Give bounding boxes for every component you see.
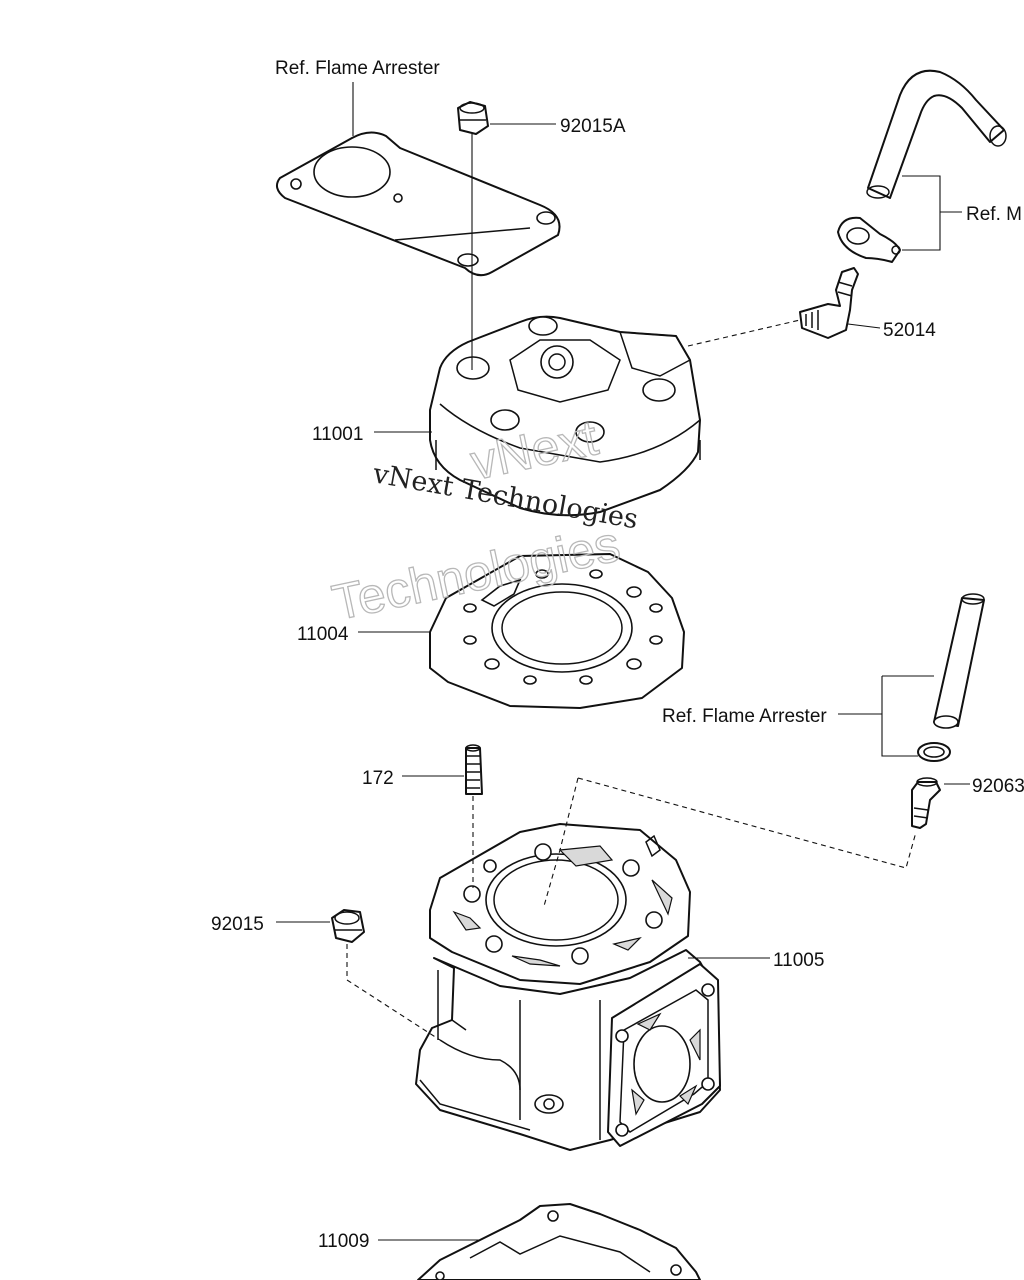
cylinder-11005 <box>415 823 721 1151</box>
tube-clip <box>917 742 951 762</box>
cylinder-head-11001 <box>429 315 701 517</box>
flame-arrester-bracket <box>275 131 561 277</box>
label-part-11004: 11004 <box>297 624 349 645</box>
label-ref-flame-arrester-top: Ref. Flame Arrester <box>275 58 440 79</box>
breather-tube <box>933 593 985 729</box>
leader-lines <box>276 82 970 1241</box>
label-part-52014: 52014 <box>883 320 936 341</box>
head-gasket-11004 <box>429 553 685 709</box>
label-ref-m: Ref. M <box>966 204 1022 225</box>
label-part-92015: 92015 <box>211 914 264 935</box>
nipple-92063 <box>911 777 941 829</box>
label-part-92063: 92063 <box>972 776 1024 797</box>
stud-172 <box>465 744 483 795</box>
label-part-172: 172 <box>362 768 394 789</box>
label-part-92015a: 92015A <box>560 116 626 137</box>
nut-92015a <box>457 101 489 135</box>
label-ref-flame-arrester-right: Ref. Flame Arrester <box>662 706 827 727</box>
label-part-11009: 11009 <box>318 1231 369 1252</box>
base-gasket-11009 <box>417 1203 701 1280</box>
hose-assembly <box>866 69 1007 199</box>
hose-clamp <box>837 216 901 263</box>
label-part-11001: 11001 <box>312 424 363 445</box>
label-part-11005: 11005 <box>773 950 824 971</box>
nut-92015 <box>331 909 365 943</box>
elbow-fitting-52014 <box>799 267 859 339</box>
